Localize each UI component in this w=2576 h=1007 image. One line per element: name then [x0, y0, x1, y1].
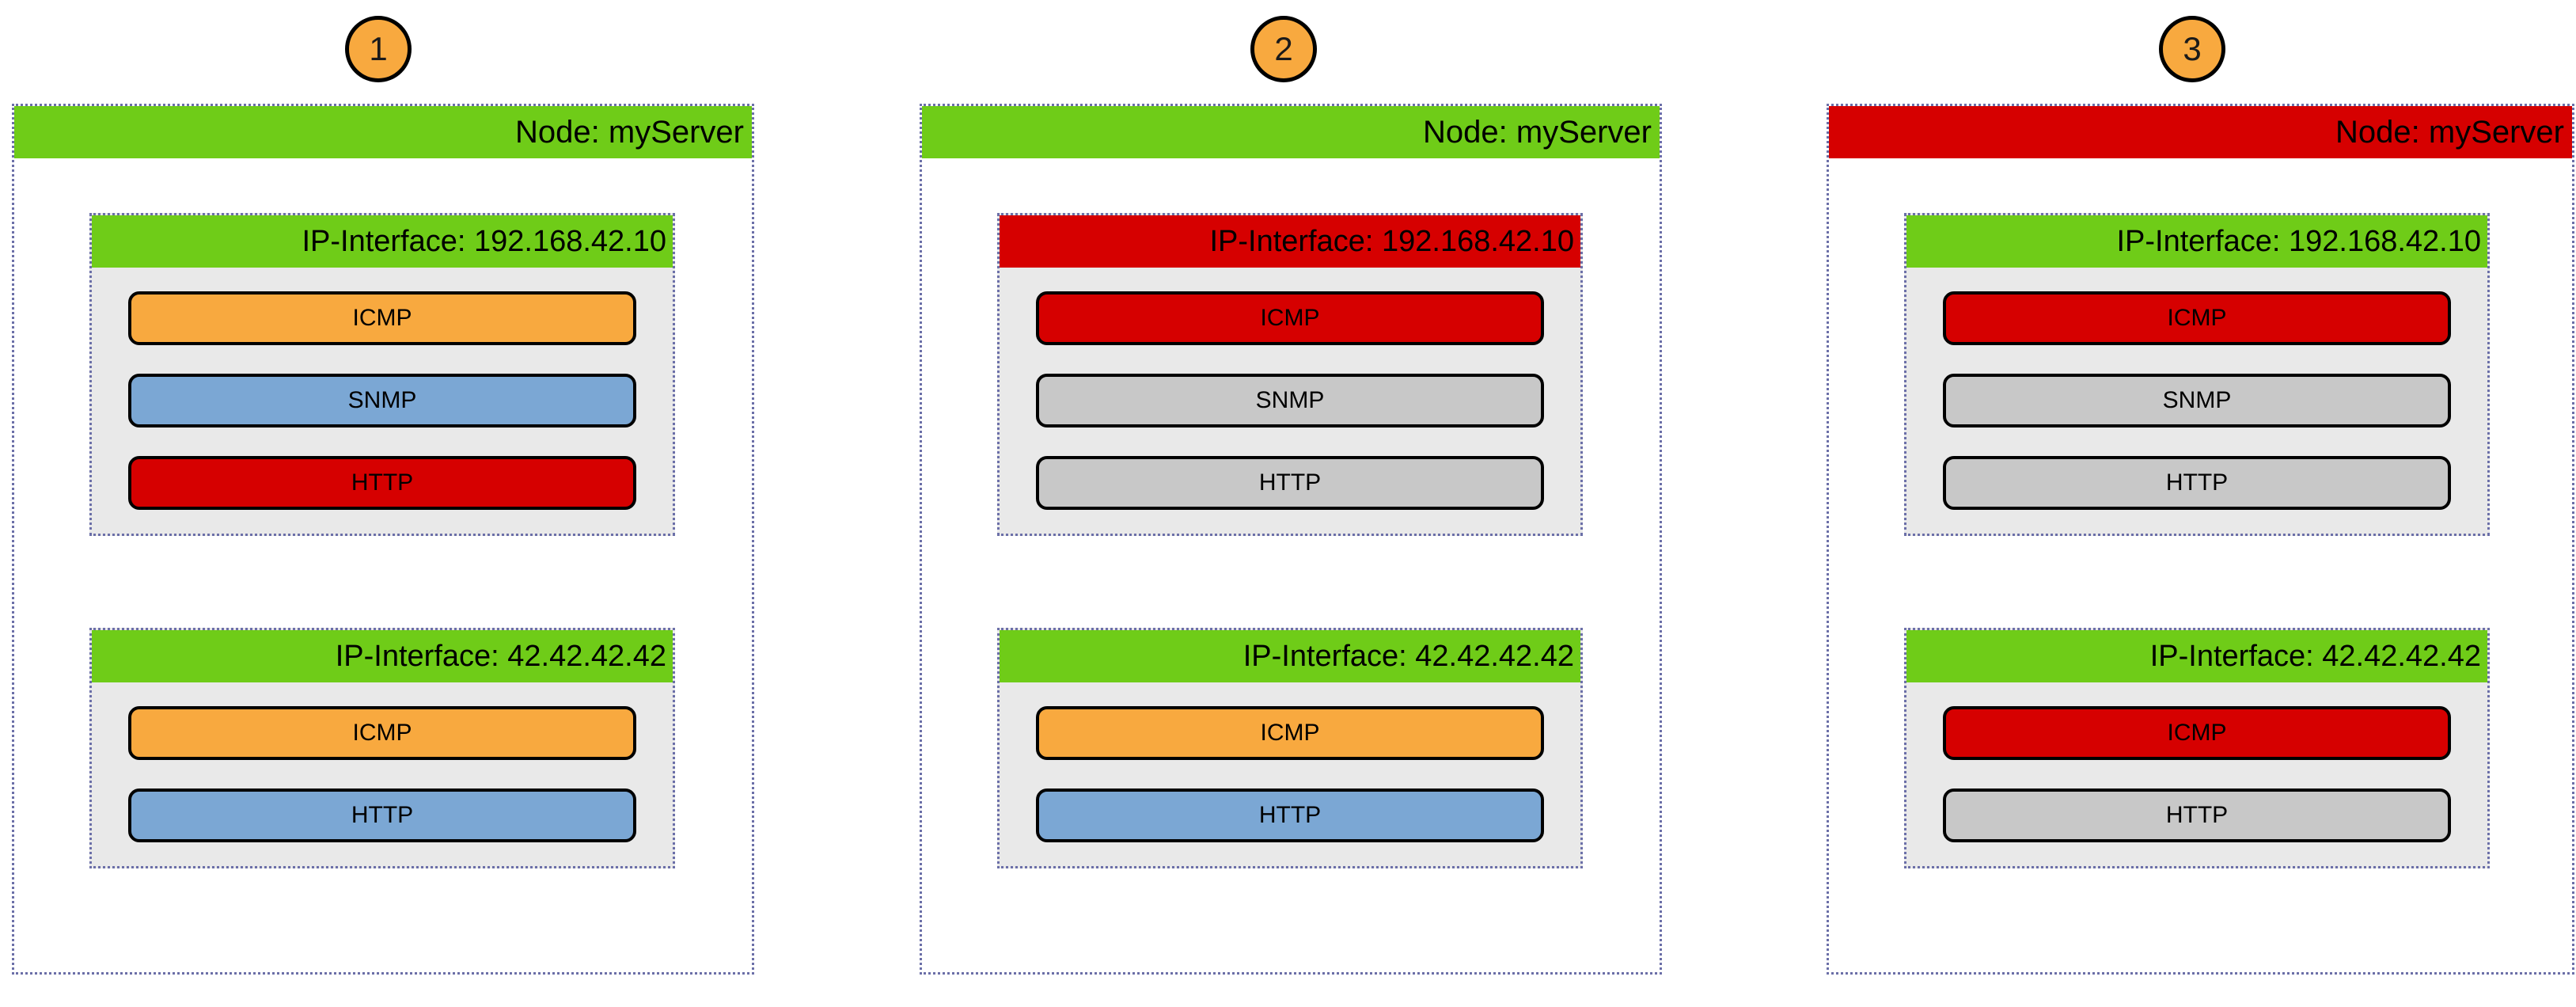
- service-http[interactable]: HTTP: [1943, 788, 2451, 842]
- service-icmp[interactable]: ICMP: [1943, 291, 2451, 345]
- ip-interface-header: IP-Interface: 192.168.42.10: [1906, 215, 2487, 268]
- service-list: ICMP SNMP HTTP: [92, 268, 673, 534]
- service-http[interactable]: HTTP: [1036, 456, 1544, 510]
- node-header: Node: myServer: [14, 106, 752, 158]
- ip-interface-header: IP-Interface: 42.42.42.42: [1000, 630, 1580, 682]
- service-icmp[interactable]: ICMP: [128, 706, 636, 760]
- service-list: ICMP HTTP: [1906, 682, 2487, 866]
- service-list: ICMP SNMP HTTP: [1000, 268, 1580, 534]
- ip-interface-header: IP-Interface: 42.42.42.42: [1906, 630, 2487, 682]
- service-list: ICMP HTTP: [92, 682, 673, 866]
- node-header: Node: myServer: [1829, 106, 2572, 158]
- ip-interface-header: IP-Interface: 192.168.42.10: [1000, 215, 1580, 268]
- service-http[interactable]: HTTP: [128, 456, 636, 510]
- service-http[interactable]: HTTP: [1943, 456, 2451, 510]
- ip-interface-header: IP-Interface: 192.168.42.10: [92, 215, 673, 268]
- service-icmp[interactable]: ICMP: [1943, 706, 2451, 760]
- step-badge-2: 2: [1250, 16, 1317, 82]
- node-header: Node: myServer: [922, 106, 1660, 158]
- service-list: ICMP SNMP HTTP: [1906, 268, 2487, 534]
- service-snmp[interactable]: SNMP: [128, 374, 636, 428]
- step-badge-3: 3: [2159, 16, 2225, 82]
- ip-interface-header: IP-Interface: 42.42.42.42: [92, 630, 673, 682]
- service-list: ICMP HTTP: [1000, 682, 1580, 866]
- service-snmp[interactable]: SNMP: [1036, 374, 1544, 428]
- service-http[interactable]: HTTP: [128, 788, 636, 842]
- step-badge-1: 1: [345, 16, 412, 82]
- service-icmp[interactable]: ICMP: [1036, 291, 1544, 345]
- service-snmp[interactable]: SNMP: [1943, 374, 2451, 428]
- service-icmp[interactable]: ICMP: [128, 291, 636, 345]
- service-icmp[interactable]: ICMP: [1036, 706, 1544, 760]
- service-http[interactable]: HTTP: [1036, 788, 1544, 842]
